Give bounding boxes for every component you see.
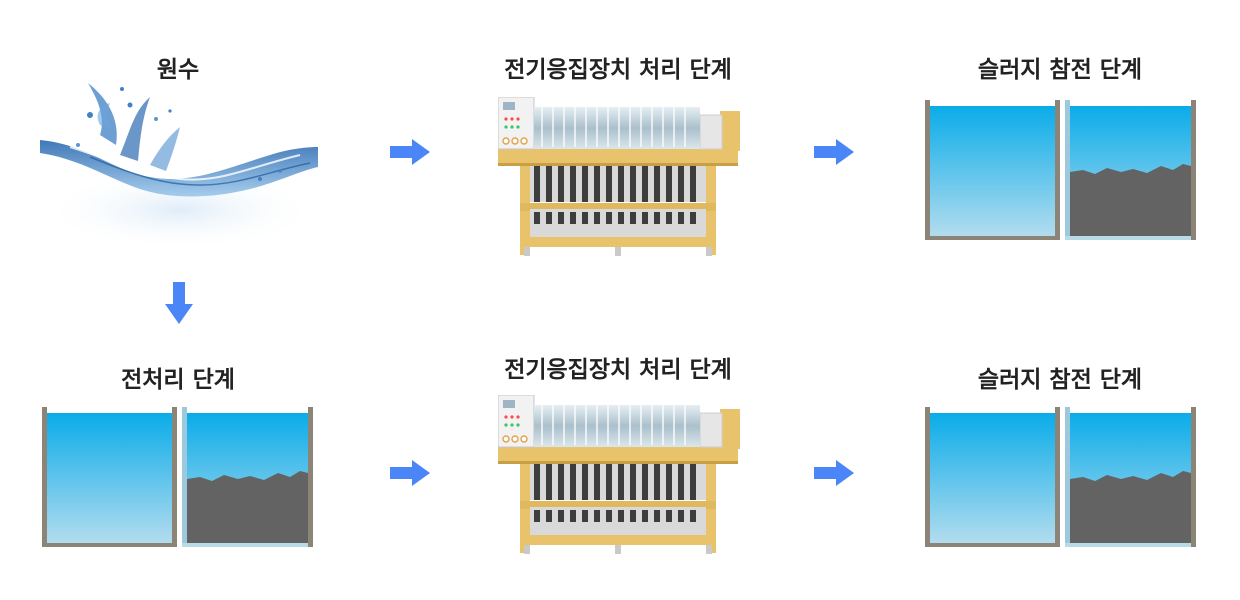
stage-label-electrocoagulation-bottom: 전기응집장치 처리 단계 (504, 357, 732, 383)
stage-label-sludge-top: 슬러지 참전 단계 (977, 57, 1143, 83)
stage-label-electrocoagulation-top: 전기응집장치 처리 단계 (504, 57, 732, 83)
arrow-down-icon (165, 282, 193, 324)
arrow-right-icon (390, 460, 430, 486)
stage-label-sludge-bottom: 슬러지 참전 단계 (977, 367, 1143, 393)
electrocoagulation-machine-icon (498, 97, 740, 257)
tank-icon (42, 407, 313, 547)
stage-label-pretreatment: 전처리 단계 (121, 367, 235, 393)
arrow-right-icon (814, 460, 854, 486)
tank-icon (925, 407, 1196, 547)
arrow-right-icon (814, 139, 854, 165)
stage-label-raw-water: 원수 (156, 57, 200, 83)
tank-icon (925, 100, 1196, 240)
arrow-right-icon (390, 139, 430, 165)
electrocoagulation-machine-icon (498, 395, 740, 555)
water-splash-icon (40, 83, 320, 250)
